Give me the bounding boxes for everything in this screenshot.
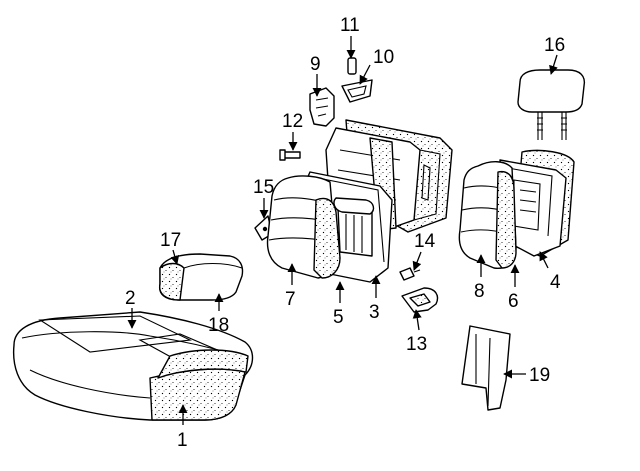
callout-1: 1 (177, 430, 188, 451)
callout-11: 11 (340, 15, 360, 36)
callout-12: 12 (282, 111, 303, 132)
callout-9: 9 (310, 54, 321, 75)
hinge-cover-drawing (401, 287, 439, 313)
callout-7: 7 (285, 289, 296, 310)
clip-drawing (399, 267, 421, 281)
side-panel-drawing (461, 325, 511, 411)
headrest-drawing (517, 69, 586, 140)
latch-drawing (309, 87, 335, 127)
release-bezel-drawing (341, 57, 373, 103)
callout-16: 16 (544, 35, 565, 56)
callout-10: 10 (373, 47, 394, 68)
callout-15: 15 (253, 177, 274, 198)
bolt-drawing (279, 149, 301, 161)
callout-17: 17 (160, 230, 181, 251)
callout-4: 4 (550, 272, 561, 293)
callout-6: 6 (508, 291, 519, 312)
callout-labels: 1 2 3 4 5 6 7 8 9 10 11 12 13 14 15 16 1… (125, 15, 565, 451)
callout-2: 2 (125, 288, 136, 309)
callout-18: 18 (208, 315, 229, 336)
callout-3: 3 (369, 302, 380, 323)
callout-5: 5 (333, 307, 344, 328)
seat-back-front-drawing (266, 175, 341, 279)
armrest-drawing (158, 253, 244, 301)
callout-arrows (127, 36, 558, 425)
callout-8: 8 (474, 281, 485, 302)
callout-19: 19 (529, 365, 550, 386)
callout-13: 13 (406, 334, 427, 355)
callout-14: 14 (414, 231, 436, 252)
seat-back-right-drawing (458, 149, 575, 269)
seat-cushion-drawing (12, 311, 254, 421)
